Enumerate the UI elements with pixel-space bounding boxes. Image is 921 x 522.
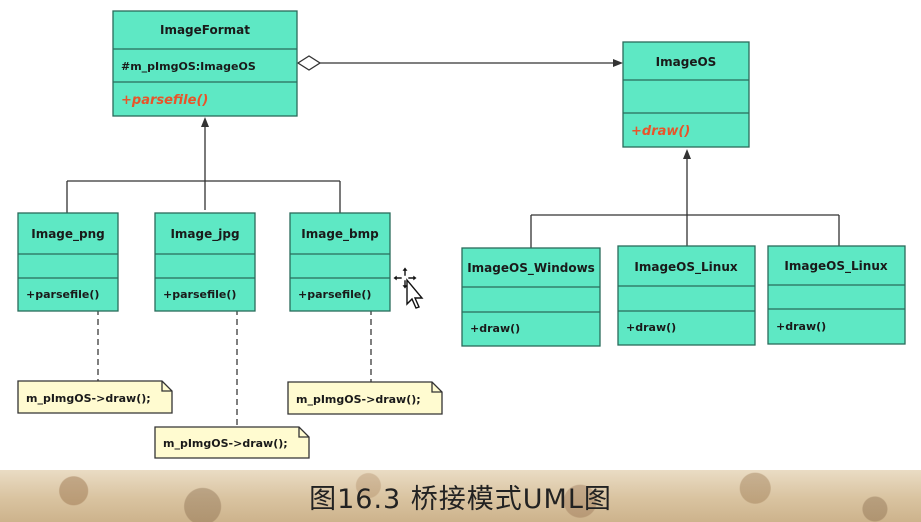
class-operation: +parsefile() xyxy=(163,288,236,301)
class-name: Image_png xyxy=(31,227,105,242)
class-imageos-linux-2[interactable]: ImageOS_Linux +draw() xyxy=(767,245,906,345)
class-operation: +parsefile() xyxy=(298,288,371,301)
class-name: ImageOS_Linux xyxy=(634,260,737,275)
class-imageos-windows[interactable]: ImageOS_Windows +draw() xyxy=(461,247,601,347)
class-operation: +draw() xyxy=(776,320,826,333)
inheritance-right xyxy=(530,158,840,248)
figure-caption: 图16.3 桥接模式UML图 xyxy=(309,484,612,515)
class-operation: +draw() xyxy=(631,124,690,139)
note-links xyxy=(97,309,372,427)
class-operation: +parsefile() xyxy=(121,93,208,108)
class-name: ImageOS xyxy=(656,55,717,69)
note-bmp[interactable]: m_pImgOS->draw(); xyxy=(287,381,443,415)
caption-background xyxy=(0,470,921,522)
inheritance-arrow-image-os xyxy=(683,149,691,159)
note-text: m_pImgOS->draw(); xyxy=(296,393,421,406)
uml-diagram: ImageFormat #m_pImgOS:ImageOS +parsefile… xyxy=(17,10,906,459)
class-name: ImageFormat xyxy=(160,23,250,37)
class-name: Image_bmp xyxy=(301,227,379,242)
class-name: Image_jpg xyxy=(170,227,239,242)
class-image-png[interactable]: Image_png +parsefile() xyxy=(17,212,119,312)
note-png[interactable]: m_pImgOS->draw(); xyxy=(17,380,173,414)
class-name: ImageOS_Linux xyxy=(784,259,887,274)
class-image-format[interactable]: ImageFormat #m_pImgOS:ImageOS +parsefile… xyxy=(112,10,298,117)
class-image-jpg[interactable]: Image_jpg +parsefile() xyxy=(154,212,256,312)
class-imageos-linux-1[interactable]: ImageOS_Linux +draw() xyxy=(617,245,756,346)
class-attribute: #m_pImgOS:ImageOS xyxy=(121,60,256,73)
class-operation: +parsefile() xyxy=(26,288,99,301)
class-image-os[interactable]: ImageOS +draw() xyxy=(622,41,750,148)
class-operation: +draw() xyxy=(626,321,676,334)
note-text: m_pImgOS->draw(); xyxy=(163,437,288,450)
inheritance-left xyxy=(66,126,341,213)
aggregation-link xyxy=(296,55,623,71)
class-operation: +draw() xyxy=(470,322,520,335)
class-image-bmp[interactable]: Image_bmp +parsefile() xyxy=(289,212,391,312)
class-name: ImageOS_Windows xyxy=(467,261,595,276)
note-text: m_pImgOS->draw(); xyxy=(26,392,151,405)
move-cursor-icon xyxy=(393,266,424,309)
note-jpg[interactable]: m_pImgOS->draw(); xyxy=(154,426,310,459)
inheritance-arrow-image-format xyxy=(201,117,209,127)
